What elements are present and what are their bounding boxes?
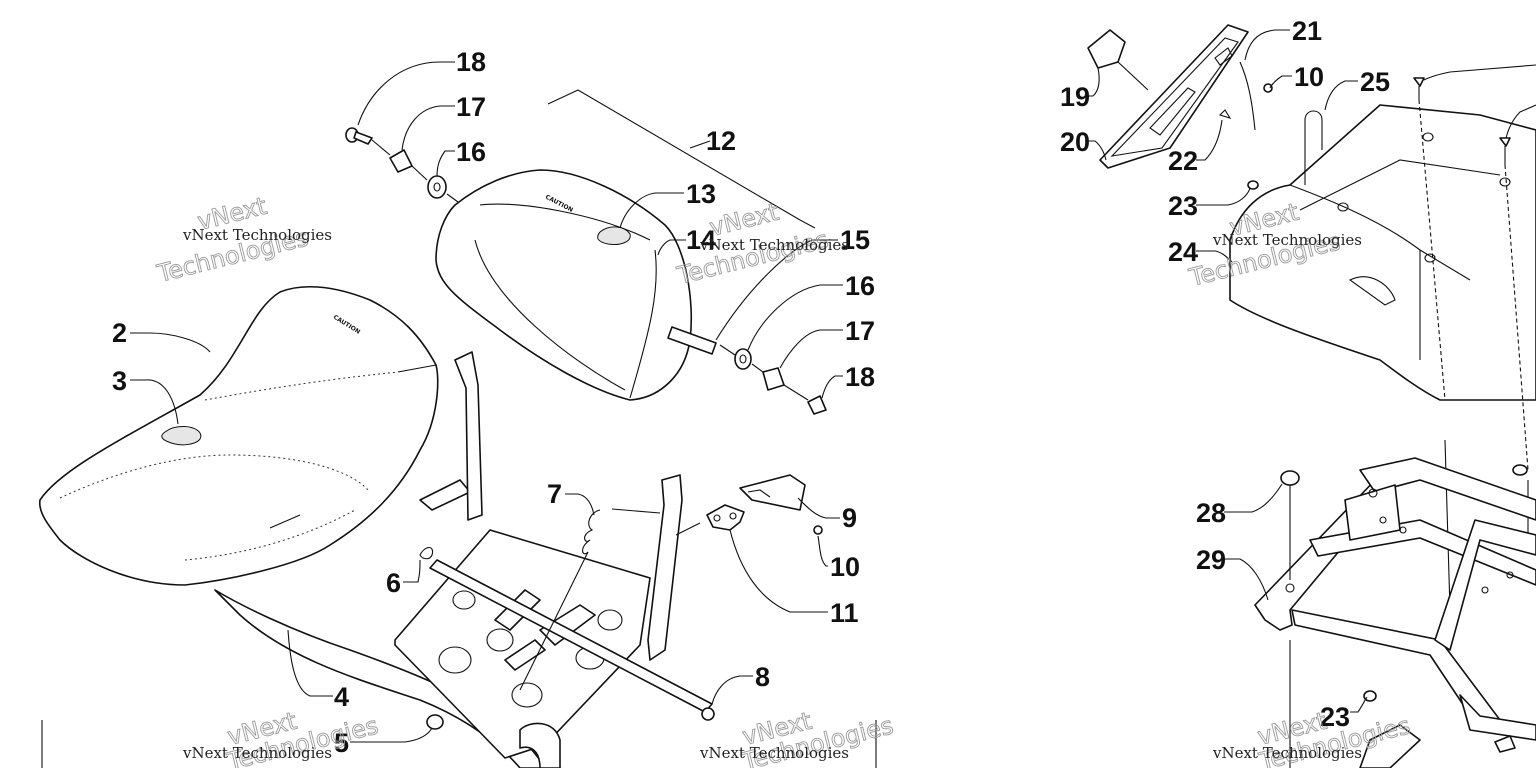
latch-19-part bbox=[1087, 29, 1126, 69]
callout-2: 2 bbox=[112, 318, 127, 348]
callout-17b: 17 bbox=[845, 316, 875, 346]
backrest-part: CAUTION bbox=[435, 169, 693, 401]
callout-20: 20 bbox=[1060, 127, 1090, 157]
seat-frame-part bbox=[214, 351, 683, 768]
bushing-17b bbox=[762, 367, 785, 391]
callout-29: 29 bbox=[1196, 545, 1226, 575]
callout-23b: 23 bbox=[1320, 702, 1350, 732]
clip-part bbox=[419, 546, 434, 560]
svg-text:vNext Technologies: vNext Technologies bbox=[699, 236, 849, 254]
screw-part bbox=[813, 525, 823, 535]
handle-part bbox=[739, 474, 806, 511]
callout-14: 14 bbox=[686, 225, 716, 255]
callout-8: 8 bbox=[755, 662, 770, 692]
svg-text:vNext Technologies: vNext Technologies bbox=[1212, 744, 1362, 762]
callout-11: 11 bbox=[830, 598, 859, 628]
nut-part bbox=[426, 714, 444, 730]
rack-part bbox=[1254, 457, 1536, 741]
callout-24: 24 bbox=[1168, 237, 1198, 267]
callout-13: 13 bbox=[686, 179, 716, 209]
callout-21: 21 bbox=[1292, 16, 1322, 46]
screw-26 bbox=[1413, 77, 1425, 87]
watermark-1: vNext Technologies vNext Technologies bbox=[153, 191, 332, 288]
callout-22: 22 bbox=[1168, 146, 1198, 176]
rod-end bbox=[701, 707, 715, 721]
bracket-bottom bbox=[1359, 724, 1421, 768]
callout-28: 28 bbox=[1196, 498, 1226, 528]
spring-part bbox=[582, 509, 601, 555]
callout-6: 6 bbox=[386, 568, 401, 598]
callout-23a: 23 bbox=[1168, 191, 1198, 221]
callout-18b: 18 bbox=[845, 362, 875, 392]
callout-5: 5 bbox=[334, 728, 349, 758]
screw-27 bbox=[1499, 137, 1511, 147]
bolt-18b bbox=[807, 395, 827, 415]
watermark-4: vNext Technologies vNext Technologies bbox=[182, 706, 381, 768]
callout-9: 9 bbox=[842, 503, 857, 533]
callout-10a: 10 bbox=[830, 552, 860, 582]
svg-text:vNext Technologies: vNext Technologies bbox=[182, 744, 332, 762]
pin-part bbox=[667, 326, 717, 355]
washer-16b bbox=[734, 348, 752, 370]
callout-10b: 10 bbox=[1294, 62, 1324, 92]
bushing-17a bbox=[389, 149, 413, 173]
callout-15: 15 bbox=[840, 225, 870, 255]
callout-12: 12 bbox=[706, 126, 736, 156]
rivet-part bbox=[1280, 470, 1300, 486]
callout-3: 3 bbox=[112, 366, 127, 396]
watermark-2: vNext Technologies vNext Technologies bbox=[673, 197, 849, 290]
callout-19: 19 bbox=[1060, 82, 1090, 112]
tub-part bbox=[1229, 104, 1536, 401]
callout-16b: 16 bbox=[845, 271, 875, 301]
nut-23a bbox=[1247, 180, 1259, 190]
callout-25: 25 bbox=[1360, 67, 1390, 97]
cable-part bbox=[1239, 61, 1256, 131]
callout-7: 7 bbox=[547, 479, 562, 509]
svg-text:vNext Technologies: vNext Technologies bbox=[1212, 231, 1362, 249]
callout-16a: 16 bbox=[456, 137, 486, 167]
svg-text:vNext Technologies: vNext Technologies bbox=[182, 226, 332, 244]
svg-text:vNext Technologies: vNext Technologies bbox=[699, 744, 849, 762]
u-bolt-part bbox=[1304, 110, 1323, 185]
seat-part: CAUTION bbox=[38, 285, 439, 586]
callout-17a: 17 bbox=[456, 92, 486, 122]
washer-16a bbox=[427, 175, 447, 199]
callout-4: 4 bbox=[334, 682, 349, 712]
latch-part bbox=[706, 504, 745, 531]
watermark-5: vNext Technologies vNext Technologies bbox=[699, 706, 896, 768]
callout-18a: 18 bbox=[456, 47, 486, 77]
nut-23b bbox=[1363, 690, 1377, 702]
lid-part bbox=[1099, 24, 1249, 169]
